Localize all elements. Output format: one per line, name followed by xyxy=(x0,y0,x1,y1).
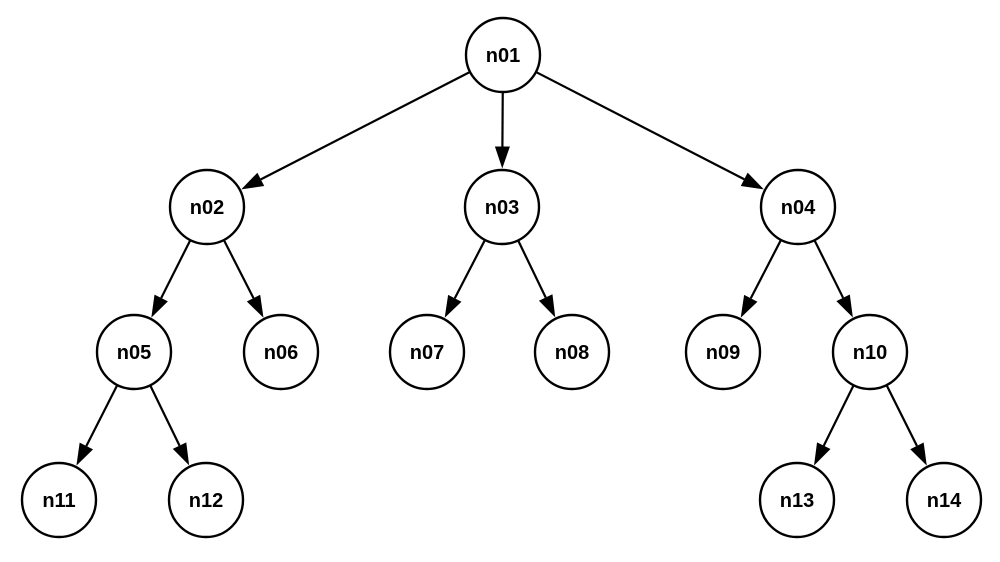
edge-n03-to-n08 xyxy=(517,240,556,318)
node-n07[interactable]: n07 xyxy=(388,313,466,391)
node-circle[interactable] xyxy=(759,168,837,246)
node-n10[interactable]: n10 xyxy=(831,313,909,391)
edge-line xyxy=(149,385,181,447)
node-circle[interactable] xyxy=(831,313,909,391)
edge-arrowhead-icon xyxy=(151,294,168,318)
edge-arrowhead-icon xyxy=(172,442,190,466)
edge-arrowhead-icon xyxy=(76,442,94,466)
node-circle[interactable] xyxy=(684,313,762,391)
edge-line xyxy=(822,385,855,447)
edge-n04-to-n10 xyxy=(813,240,853,318)
node-n06[interactable]: n06 xyxy=(242,313,320,391)
edge-arrowhead-icon xyxy=(494,146,510,169)
edge-n01-to-n04 xyxy=(535,71,764,190)
edge-line xyxy=(813,240,845,299)
edge-arrowhead-icon xyxy=(740,172,764,190)
edge-arrowhead-icon xyxy=(910,442,927,466)
edge-arrowhead-icon xyxy=(814,442,831,466)
node-n01[interactable]: n01 xyxy=(464,16,542,94)
node-circle[interactable] xyxy=(20,461,98,539)
edge-arrowhead-icon xyxy=(246,294,264,318)
edge-arrowhead-icon xyxy=(538,294,556,318)
node-circle[interactable] xyxy=(167,461,245,539)
node-circle[interactable] xyxy=(95,313,173,391)
edge-line xyxy=(517,240,547,298)
edge-n05-to-n11 xyxy=(76,384,119,466)
edge-arrowhead-icon xyxy=(241,172,265,190)
edge-line xyxy=(223,239,255,299)
node-n09[interactable]: n09 xyxy=(684,313,762,391)
edge-line xyxy=(85,384,119,447)
node-circle[interactable] xyxy=(464,16,542,94)
edge-n01-to-n03 xyxy=(494,92,510,169)
nodes-layer: n01 n02 n03 n04 n05 n06 n07 n08 n09 n10 n11 n12 n13 n… xyxy=(20,16,983,539)
node-circle[interactable] xyxy=(758,461,836,539)
node-n14[interactable]: n14 xyxy=(905,461,983,539)
edge-arrowhead-icon xyxy=(740,294,758,318)
node-n05[interactable]: n05 xyxy=(95,313,173,391)
node-circle[interactable] xyxy=(463,168,541,246)
node-n12[interactable]: n12 xyxy=(167,461,245,539)
node-circle[interactable] xyxy=(168,168,246,246)
edge-n01-to-n02 xyxy=(241,71,471,190)
edge-line xyxy=(160,239,192,299)
edge-line xyxy=(885,385,918,447)
edge-line xyxy=(749,239,782,299)
edge-line xyxy=(453,239,486,299)
node-n08[interactable]: n08 xyxy=(533,313,611,391)
node-n13[interactable]: n13 xyxy=(758,461,836,539)
edge-n04-to-n09 xyxy=(740,239,782,318)
edge-n10-to-n13 xyxy=(814,385,855,466)
node-n11[interactable]: n11 xyxy=(20,461,98,539)
node-n02[interactable]: n02 xyxy=(168,168,246,246)
edge-n10-to-n14 xyxy=(885,385,927,466)
edge-n02-to-n05 xyxy=(151,239,192,318)
node-circle[interactable] xyxy=(533,313,611,391)
edge-n05-to-n12 xyxy=(149,385,190,466)
edge-n03-to-n07 xyxy=(444,239,486,318)
node-circle[interactable] xyxy=(242,313,320,391)
edge-arrowhead-icon xyxy=(836,294,853,318)
edge-n02-to-n06 xyxy=(223,239,264,318)
edge-arrowhead-icon xyxy=(444,294,462,318)
node-circle[interactable] xyxy=(388,313,466,391)
edge-line xyxy=(535,71,745,181)
node-n04[interactable]: n04 xyxy=(759,168,837,246)
node-n03[interactable]: n03 xyxy=(463,168,541,246)
edge-line xyxy=(260,71,471,181)
node-circle[interactable] xyxy=(905,461,983,539)
edges-layer xyxy=(76,71,927,466)
